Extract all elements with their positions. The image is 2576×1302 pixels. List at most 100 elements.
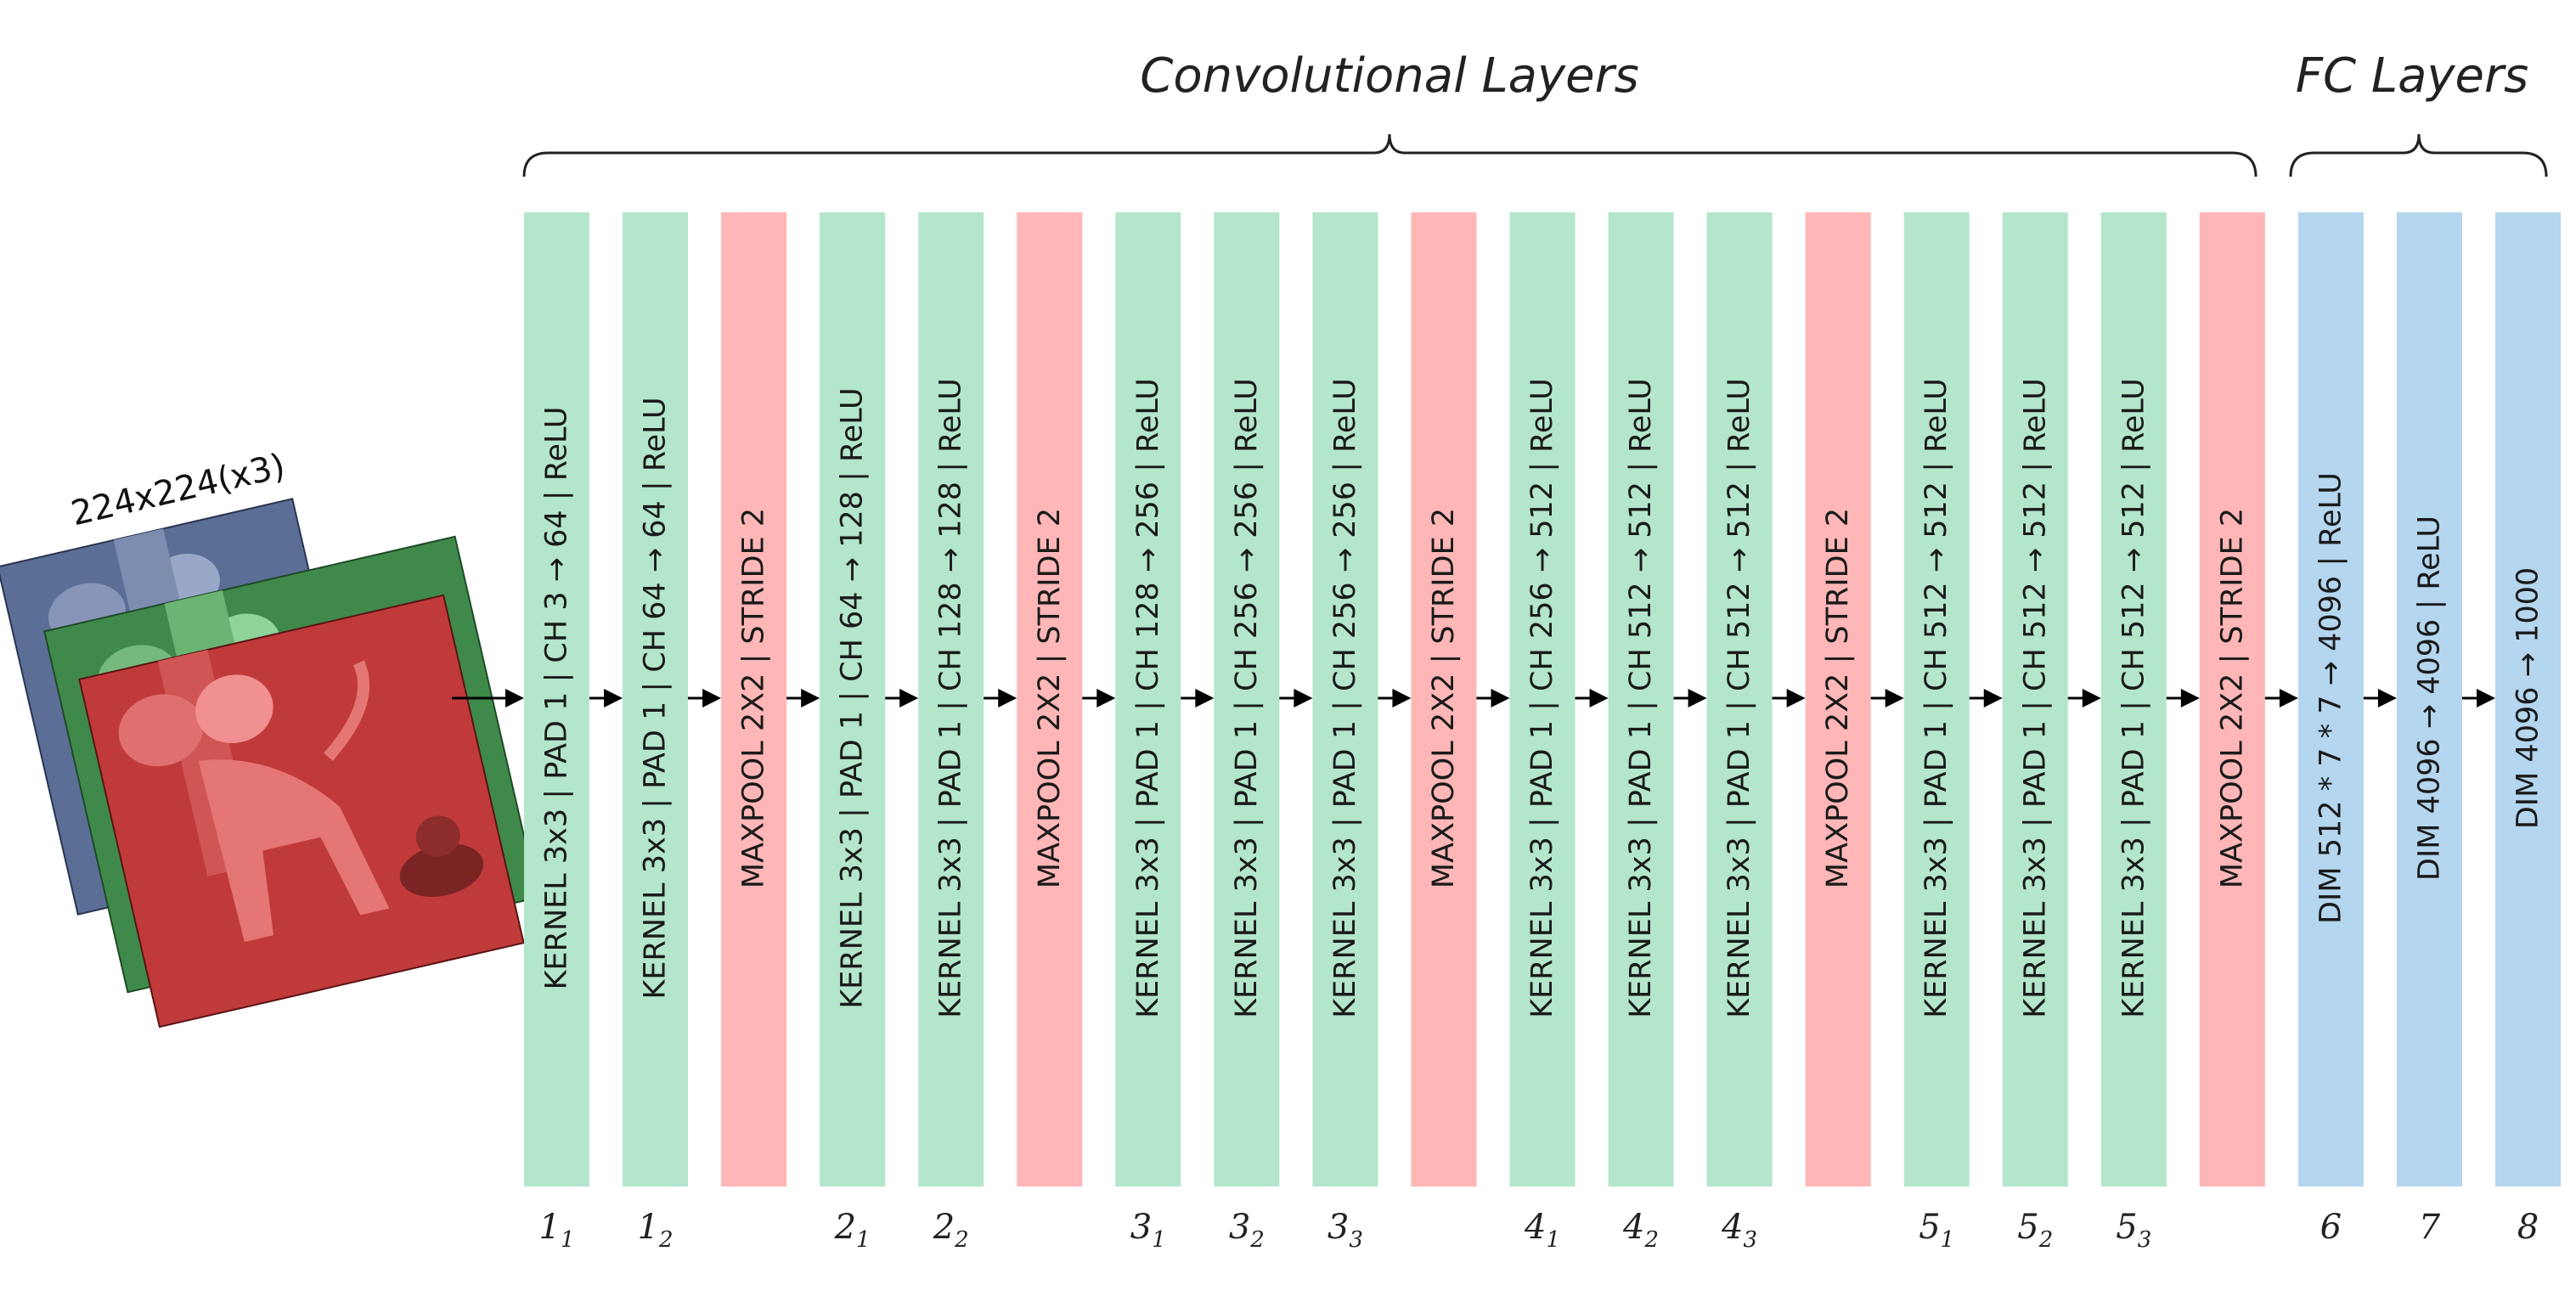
layer-spec-label: MAXPOOL 2X2 | STRIDE 2 bbox=[737, 508, 771, 888]
layer-index-label: 43 bbox=[1721, 1208, 1757, 1253]
layer-spec-label: KERNEL 3x3 | PAD 1 | CH 512 → 512 | ReLU bbox=[1624, 378, 1658, 1018]
flow-arrow-1-head bbox=[604, 689, 623, 707]
layer-spec-label: KERNEL 3x3 | PAD 1 | CH 64 → 64 | ReLU bbox=[639, 397, 673, 999]
layer-12-conv: KERNEL 3x3 | PAD 1 | CH 512 → 512 | ReLU bbox=[1608, 212, 1674, 1186]
conv-layer-bar bbox=[2100, 212, 2167, 1186]
input-image-stack: 224x224(x3) bbox=[0, 447, 539, 1029]
layer-3-pool: MAXPOOL 2X2 | STRIDE 2 bbox=[721, 212, 787, 1186]
flow-arrow-9-head bbox=[1392, 689, 1412, 707]
layer-spec-label: MAXPOOL 2X2 | STRIDE 2 bbox=[1033, 508, 1067, 888]
layer-spec-label: DIM 4096 → 4096 | ReLU bbox=[2412, 516, 2446, 881]
pool-layer-bar bbox=[1017, 212, 1083, 1186]
layer-index-label: 32 bbox=[1229, 1208, 1265, 1253]
layer-index-label: 33 bbox=[1327, 1208, 1363, 1253]
fc-layers-brace bbox=[2289, 133, 2548, 178]
conv-layer-bar bbox=[1903, 212, 1970, 1186]
layer-index-label: 12 bbox=[638, 1208, 674, 1253]
layer-2-conv: KERNEL 3x3 | PAD 1 | CH 64 → 64 | ReLU bbox=[623, 212, 689, 1186]
conv-layer-bar bbox=[1214, 212, 1280, 1186]
convolutional-layers-brace bbox=[522, 133, 2258, 178]
layer-19-fc: DIM 512 * 7 * 7 → 4096 | ReLU bbox=[2297, 212, 2364, 1186]
layer-index-label: 51 bbox=[1919, 1208, 1954, 1253]
conv-layer-bar bbox=[918, 212, 984, 1186]
conv-layer-bar bbox=[2002, 212, 2068, 1186]
conv-layer-bar bbox=[524, 212, 589, 1186]
layer-spec-label: MAXPOOL 2X2 | STRIDE 2 bbox=[2215, 508, 2249, 888]
conv-layer-bar bbox=[1509, 212, 1575, 1186]
layer-17-conv: KERNEL 3x3 | PAD 1 | CH 512 → 512 | ReLU bbox=[2100, 212, 2167, 1186]
flow-arrow-14-head bbox=[1885, 689, 1904, 707]
pool-layer-bar bbox=[1411, 212, 1477, 1186]
layer-15-conv: KERNEL 3x3 | PAD 1 | CH 512 → 512 | ReLU bbox=[1903, 212, 1970, 1186]
layer-index-label: 11 bbox=[539, 1208, 575, 1253]
fc-layer-bar bbox=[2495, 212, 2561, 1186]
layer-1-conv: KERNEL 3x3 | PAD 1 | CH 3 → 64 | ReLU bbox=[524, 212, 589, 1186]
layer-18-pool: MAXPOOL 2X2 | STRIDE 2 bbox=[2199, 212, 2265, 1186]
layer-spec-label: KERNEL 3x3 | PAD 1 | CH 512 → 512 | ReLU bbox=[2018, 378, 2052, 1018]
layer-spec-label: MAXPOOL 2X2 | STRIDE 2 bbox=[1427, 508, 1461, 888]
layer-14-pool: MAXPOOL 2X2 | STRIDE 2 bbox=[1805, 212, 1871, 1186]
layer-index-label: 42 bbox=[1622, 1208, 1659, 1253]
fc-layers-title: FC Layers bbox=[2296, 48, 2528, 104]
layer-index-label: 21 bbox=[834, 1208, 871, 1253]
flow-arrow-11-head bbox=[1589, 689, 1609, 707]
layer-4-conv: KERNEL 3x3 | PAD 1 | CH 64 → 128 | ReLU bbox=[820, 212, 886, 1186]
layer-13-conv: KERNEL 3x3 | PAD 1 | CH 512 → 512 | ReLU bbox=[1706, 212, 1773, 1186]
flow-arrows bbox=[452, 689, 2495, 707]
layer-index-label: 53 bbox=[2116, 1208, 2151, 1253]
pool-layer-bar bbox=[1805, 212, 1871, 1186]
flow-arrow-20-head bbox=[2477, 689, 2495, 707]
conv-layer-bar bbox=[1706, 212, 1773, 1186]
flow-arrow-3-head bbox=[801, 689, 820, 707]
layers: KERNEL 3x3 | PAD 1 | CH 3 → 64 | ReLU KER… bbox=[524, 212, 2561, 1186]
layer-20-fc: DIM 4096 → 4096 | ReLU bbox=[2396, 212, 2462, 1186]
layer-spec-label: KERNEL 3x3 | PAD 1 | CH 128 → 128 | ReLU bbox=[934, 378, 968, 1018]
flow-arrow-4-head bbox=[899, 689, 919, 707]
layer-10-pool: MAXPOOL 2X2 | STRIDE 2 bbox=[1411, 212, 1477, 1186]
layer-spec-label: KERNEL 3x3 | PAD 1 | CH 128 → 256 | ReLU bbox=[1131, 378, 1165, 1018]
layer-spec-label: KERNEL 3x3 | PAD 1 | CH 512 → 512 | ReLU bbox=[1722, 378, 1756, 1018]
red-channel-image bbox=[78, 594, 525, 1029]
flow-arrow-16-head bbox=[2082, 689, 2101, 707]
layer-spec-label: DIM 512 * 7 * 7 → 4096 | ReLU bbox=[2314, 472, 2348, 924]
flow-arrow-8-head bbox=[1294, 689, 1313, 707]
conv-layer-bar bbox=[1312, 212, 1378, 1186]
layer-spec-label: KERNEL 3x3 | PAD 1 | CH 512 → 512 | ReLU bbox=[1919, 378, 1953, 1018]
flow-arrow-10-head bbox=[1491, 689, 1510, 707]
conv-layer-bar bbox=[623, 212, 689, 1186]
layer-spec-label: KERNEL 3x3 | PAD 1 | CH 256 → 512 | ReLU bbox=[1525, 378, 1559, 1018]
flow-arrow-13-head bbox=[1786, 689, 1806, 707]
layer-21-fc: DIM 4096 → 1000 bbox=[2495, 212, 2561, 1186]
layer-11-conv: KERNEL 3x3 | PAD 1 | CH 256 → 512 | ReLU bbox=[1509, 212, 1575, 1186]
layer-spec-label: KERNEL 3x3 | PAD 1 | CH 256 → 256 | ReLU bbox=[1230, 378, 1264, 1018]
layer-6-pool: MAXPOOL 2X2 | STRIDE 2 bbox=[1017, 212, 1083, 1186]
layer-index-label: 7 bbox=[2419, 1208, 2441, 1247]
layer-16-conv: KERNEL 3x3 | PAD 1 | CH 512 → 512 | ReLU bbox=[2002, 212, 2068, 1186]
flow-arrow-19-head bbox=[2377, 689, 2397, 707]
pool-layer-bar bbox=[2199, 212, 2265, 1186]
flow-arrow-12-head bbox=[1688, 689, 1707, 707]
convolutional-layers-title: Convolutional Layers bbox=[1140, 48, 1639, 104]
layer-9-conv: KERNEL 3x3 | PAD 1 | CH 256 → 256 | ReLU bbox=[1312, 212, 1378, 1186]
input-arrow-head bbox=[505, 689, 524, 707]
flow-arrow-17-head bbox=[2180, 689, 2200, 707]
fc-layer-bar bbox=[2396, 212, 2462, 1186]
layer-5-conv: KERNEL 3x3 | PAD 1 | CH 128 → 128 | ReLU bbox=[918, 212, 984, 1186]
fc-layer-bar bbox=[2297, 212, 2364, 1186]
layer-index-label: 22 bbox=[933, 1208, 969, 1253]
flow-arrow-15-head bbox=[1983, 689, 2003, 707]
flow-arrow-7-head bbox=[1195, 689, 1215, 707]
conv-layer-bar bbox=[820, 212, 886, 1186]
layer-spec-label: KERNEL 3x3 | PAD 1 | CH 3 → 64 | ReLU bbox=[540, 407, 574, 990]
layer-index-label: 8 bbox=[2517, 1208, 2539, 1247]
layer-index-label: 52 bbox=[2017, 1208, 2053, 1253]
layer-7-conv: KERNEL 3x3 | PAD 1 | CH 128 → 256 | ReLU bbox=[1115, 212, 1181, 1186]
pool-layer-bar bbox=[721, 212, 787, 1186]
layer-spec-label: MAXPOOL 2X2 | STRIDE 2 bbox=[1821, 508, 1855, 888]
layer-spec-label: KERNEL 3x3 | PAD 1 | CH 256 → 256 | ReLU bbox=[1328, 378, 1362, 1018]
flow-arrow-18-head bbox=[2279, 689, 2298, 707]
layer-index-label: 6 bbox=[2320, 1208, 2342, 1247]
layer-spec-label: DIM 4096 → 1000 bbox=[2511, 567, 2545, 829]
